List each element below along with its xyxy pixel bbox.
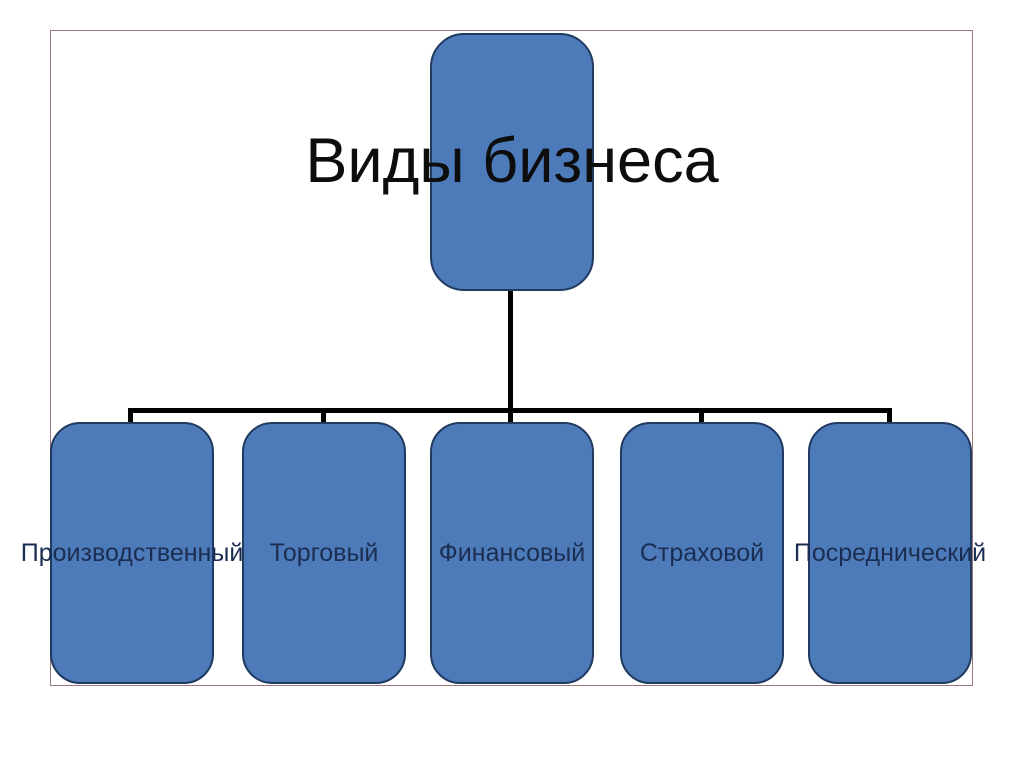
diagram-title: Виды бизнеса — [305, 126, 719, 196]
node-intermediary: Посреднический — [794, 422, 986, 684]
connector-horizontal-line — [128, 408, 892, 413]
connector-trunk-line — [508, 290, 513, 423]
connector-stub-line — [699, 410, 704, 423]
connector-stub-line — [128, 410, 133, 423]
connector-stub-line — [887, 410, 892, 423]
slide-border-frame — [50, 30, 973, 686]
node-finance: Финансовый — [430, 422, 594, 684]
node-insurance: Страховой — [620, 422, 784, 684]
node-label: Страховой — [639, 538, 765, 567]
node-manufacturing: Производственный — [21, 422, 243, 684]
root-node — [430, 33, 594, 291]
connector-stub-line — [321, 410, 326, 423]
node-label: Финансовый — [438, 538, 586, 567]
node-trade: Торговый — [242, 422, 406, 684]
node-label: Торговый — [269, 538, 379, 567]
node-label: Производственный — [20, 538, 244, 567]
node-label: Посреднический — [793, 538, 987, 567]
